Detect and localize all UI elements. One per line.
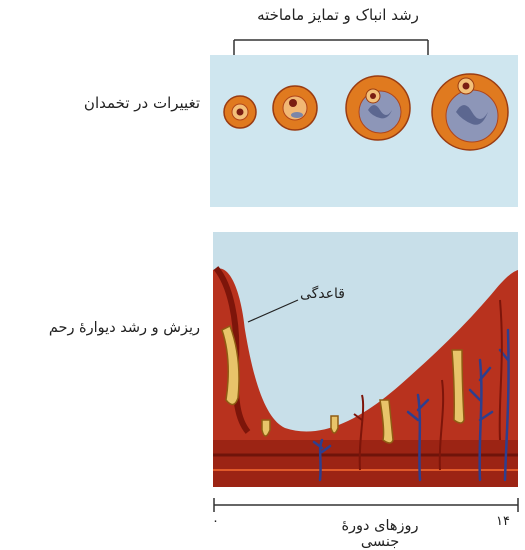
axis-end-day: ۱۴ [496,514,510,529]
follicle-stage-4 [432,74,508,150]
follicle-stage-3 [346,76,410,140]
uterus-wall-label: ریزش و رشد دیوارهٔ رحم [0,320,200,336]
axis-start-day: ۰ [212,514,219,529]
day-axis [214,498,518,512]
ovary-changes-label: تغییرات در تخمدان [30,94,200,112]
menstruation-label: قاعدگی [300,286,345,302]
axis-label: روزهای دورهٔ جنسی [320,518,440,550]
follicle-stage-2 [273,86,317,130]
follicle-bracket [234,40,428,56]
follicle-stage-1 [224,96,256,128]
